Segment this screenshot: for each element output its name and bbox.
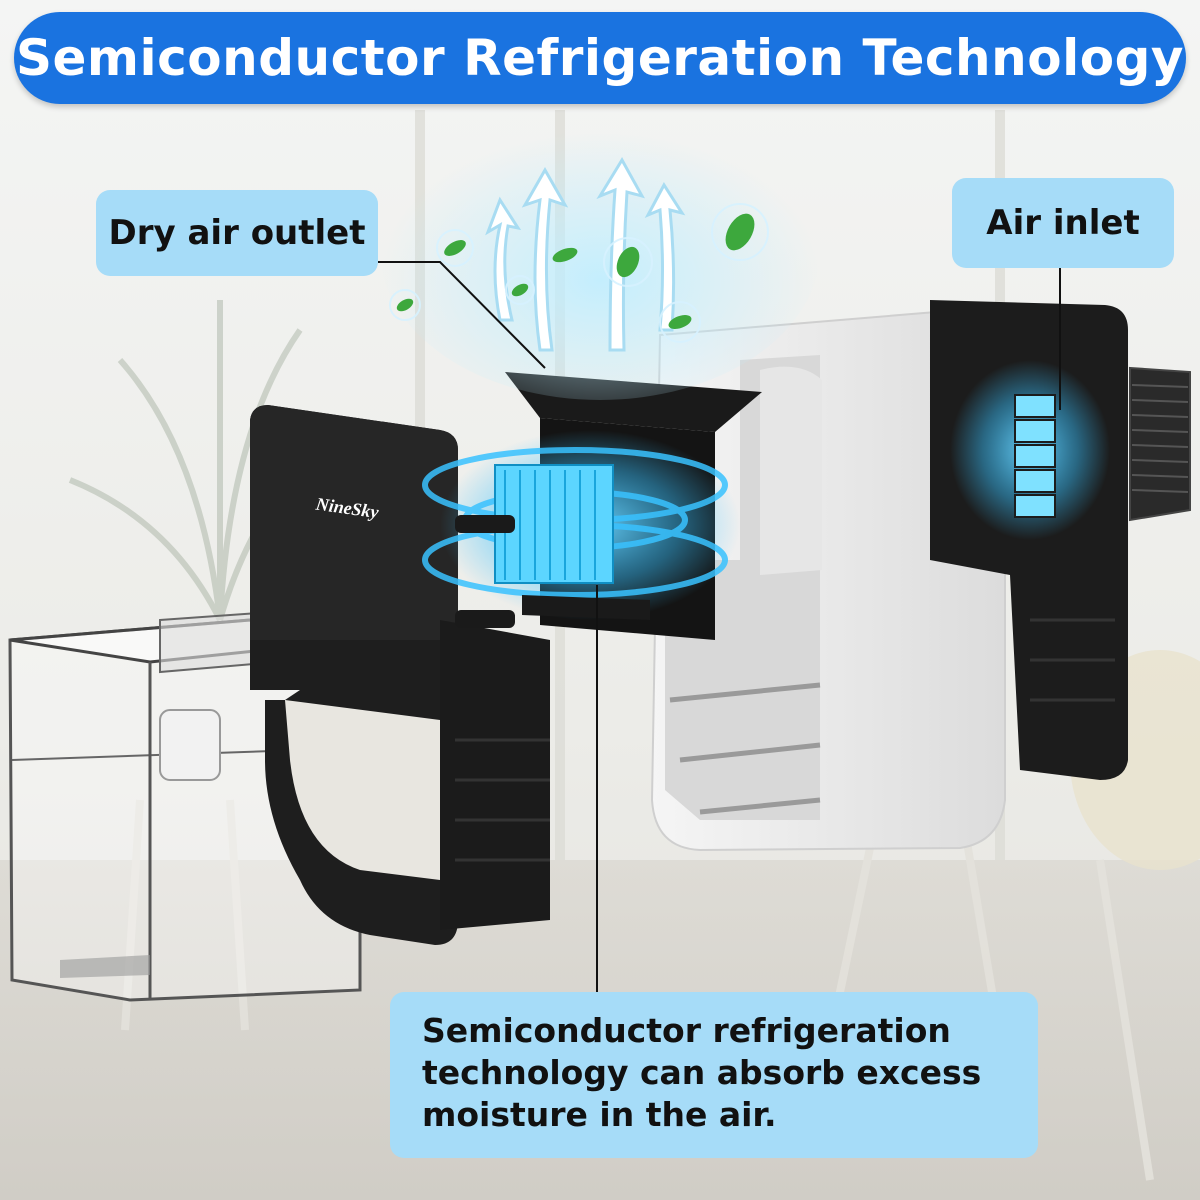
description-line: Semiconductor refrigeration: [422, 1011, 951, 1050]
cooling-module: [422, 372, 762, 640]
outlet-leader-line: [378, 261, 546, 369]
description-line: technology can absorb excess: [422, 1053, 982, 1092]
callout-lines: [378, 261, 1061, 992]
rear-black-housing: [440, 620, 550, 930]
inlet-grille: [1014, 394, 1056, 518]
page-title-banner: Semiconductor Refrigeration Technology: [14, 12, 1186, 104]
white-shell: [650, 308, 1006, 852]
leaf-icons: [396, 213, 755, 329]
front-panel: [250, 405, 458, 945]
airflow: [380, 100, 820, 400]
description-box: Semiconductor refrigeration technology c…: [390, 992, 1038, 1158]
description-line: moisture in the air.: [422, 1095, 777, 1134]
rear-panel: [930, 300, 1191, 780]
air-inlet-label: Air inlet: [952, 178, 1174, 268]
dry-air-outlet-label: Dry air outlet: [96, 190, 378, 276]
